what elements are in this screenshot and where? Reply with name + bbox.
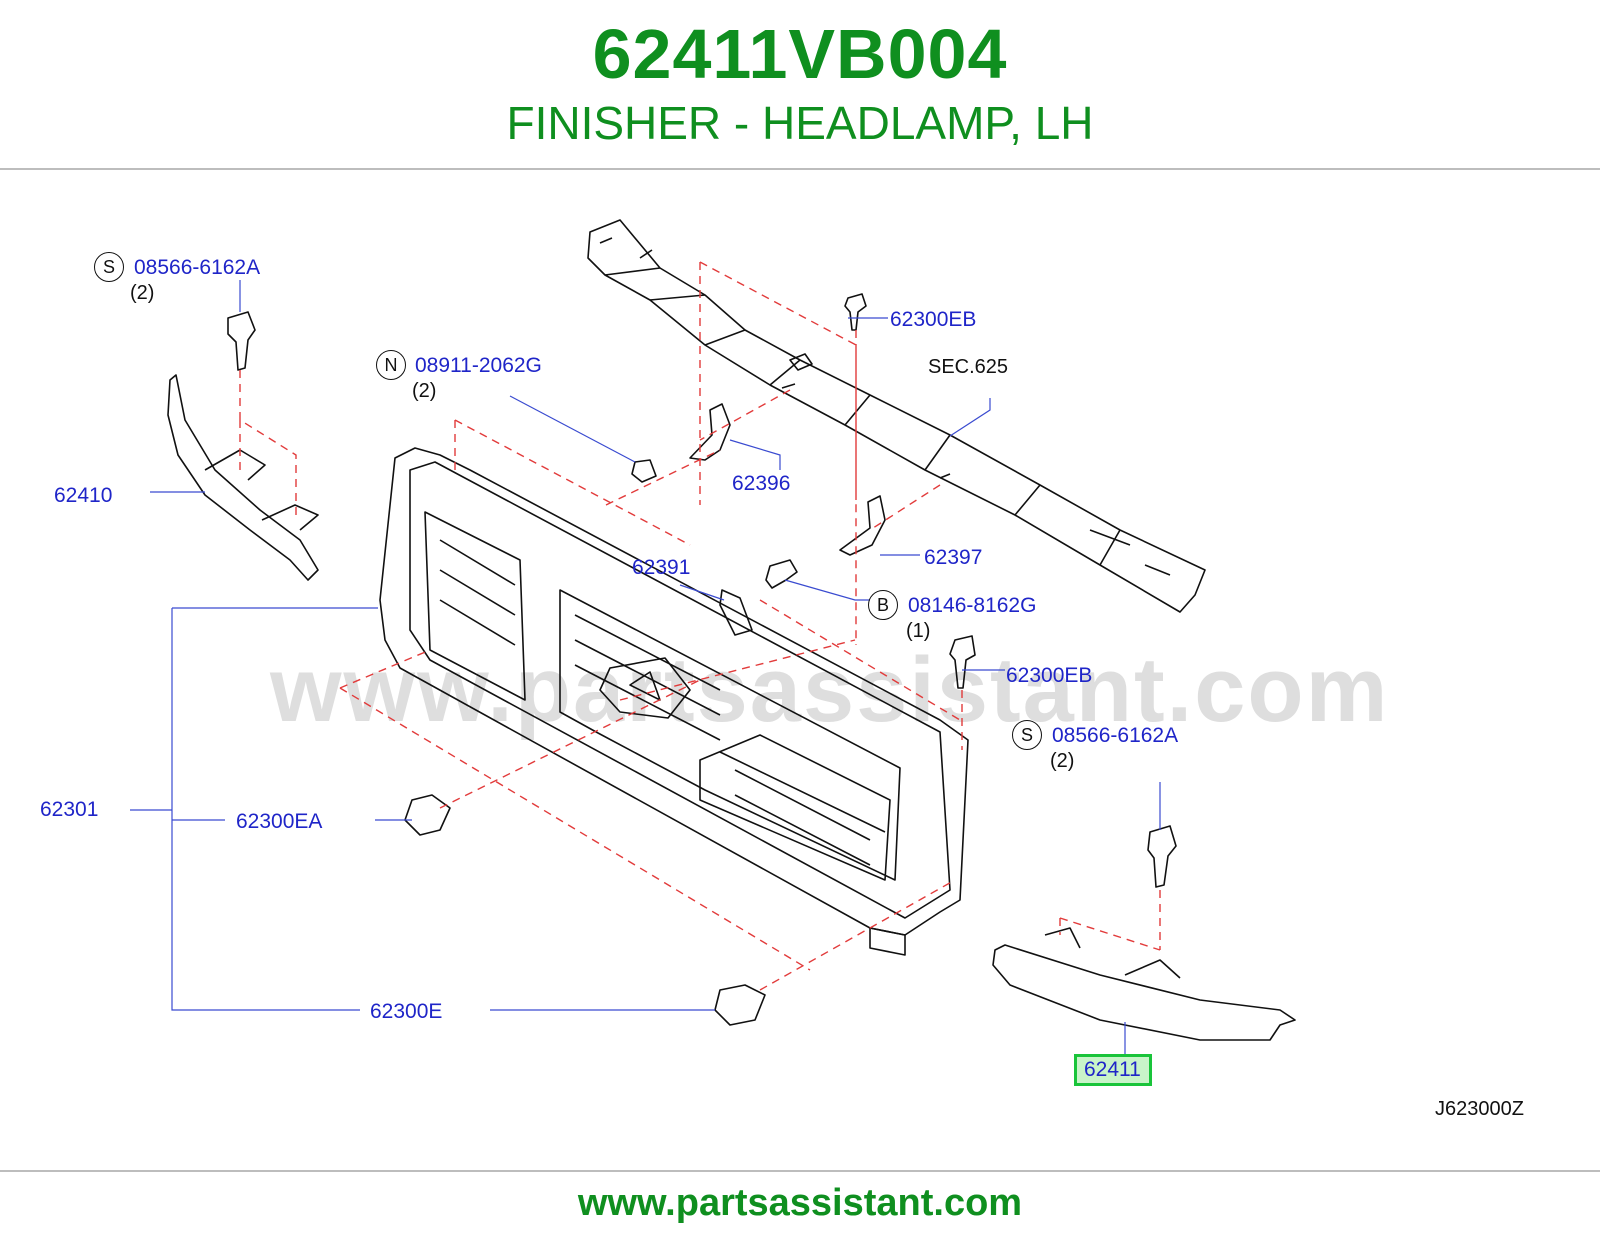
label-08566-6162A-top[interactable]: 08566-6162A — [134, 256, 261, 279]
label-08911-2062G[interactable]: 08911-2062G — [415, 354, 542, 377]
label-08566-6162A-right[interactable]: 08566-6162A — [1052, 724, 1179, 747]
callout-s-icon-top: S — [94, 252, 124, 282]
part-number-title: 62411VB004 — [592, 15, 1008, 93]
label-62300EB-mid[interactable]: 62300EB — [1006, 664, 1093, 687]
highlighted-part-box — [1074, 1054, 1152, 1086]
part-description: FINISHER - HEADLAMP, LH — [506, 97, 1094, 149]
footer-divider — [0, 1170, 1600, 1172]
grille-frame — [379, 447, 969, 936]
label-62396[interactable]: 62396 — [732, 472, 791, 495]
bolt-b — [765, 559, 798, 589]
label-62411-highlighted[interactable]: 62411 — [1084, 1058, 1141, 1081]
bracket-62396 — [689, 403, 731, 461]
clip-ea — [404, 794, 451, 836]
label-62300E[interactable]: 62300E — [370, 1000, 443, 1023]
bolt-s-right — [1147, 825, 1177, 888]
finisher-62411 — [992, 944, 1296, 1041]
parts-diagram — [130, 219, 1296, 1054]
callout-n-icon: N — [376, 350, 406, 380]
label-62300EA[interactable]: 62300EA — [236, 810, 323, 833]
label-62300EB-top[interactable]: 62300EB — [890, 308, 977, 331]
callout-s-icon-right: S — [1012, 720, 1042, 750]
label-sec-625[interactable]: SEC.625 — [928, 356, 1009, 378]
page-header: 62411VB004 FINISHER - HEADLAMP, LH — [0, 0, 1600, 168]
label-62397[interactable]: 62397 — [924, 546, 983, 569]
finisher-62410 — [167, 374, 319, 581]
callout-b-icon: B — [868, 590, 898, 620]
label-62410[interactable]: 62410 — [54, 484, 113, 507]
clip-eb-top — [844, 293, 867, 331]
watermark: www.partsassistant.com — [270, 639, 1390, 741]
bracket-62391 — [719, 589, 753, 636]
clip-e — [714, 984, 766, 1026]
nut-08911 — [631, 459, 657, 483]
qty-n-nut: (2) — [412, 380, 437, 402]
qty-b-bolt: (1) — [906, 620, 931, 642]
bracket-62397 — [839, 495, 886, 556]
bolt-s-top — [227, 311, 256, 371]
qty-s-bolt-top: (2) — [130, 282, 155, 304]
qty-s-bolt-right: (2) — [1050, 750, 1075, 772]
diagram-code: J623000Z — [1435, 1098, 1524, 1120]
clip-eb-mid — [949, 635, 976, 689]
core-support-beam — [587, 219, 1206, 613]
label-62391[interactable]: 62391 — [632, 556, 691, 579]
label-62301[interactable]: 62301 — [40, 798, 99, 821]
header-divider — [0, 168, 1600, 170]
label-08146-8162G[interactable]: 08146-8162G — [908, 594, 1037, 617]
footer-url-link[interactable]: www.partsassistant.com — [577, 1182, 1023, 1224]
